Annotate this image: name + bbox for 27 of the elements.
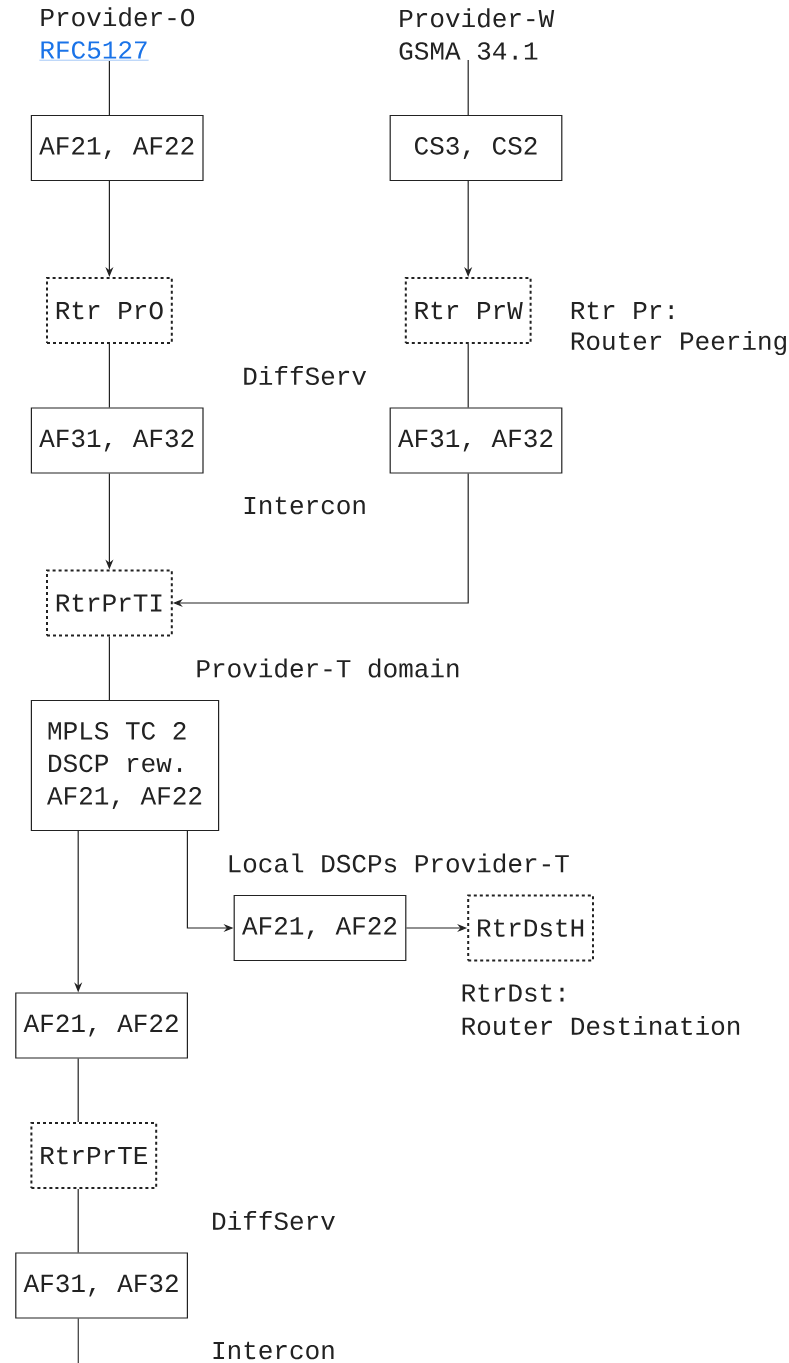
annotation-text: DiffServ [213, 1210, 335, 1231]
router-box: RtrPrTE [30, 1122, 158, 1189]
note-text: RtrDst: [462, 984, 564, 1002]
class-box: CS3, CS2 [389, 114, 563, 182]
class-box: AF21, AF22 [30, 114, 204, 182]
provider-name: Provider-O [41, 7, 195, 27]
annotation-text: Intercon [213, 1341, 334, 1360]
class-box: AF31, AF32 [389, 407, 563, 474]
router-box: Rtr PrW [404, 277, 532, 344]
annotation-text: Intercon [244, 496, 365, 515]
class-box: AF21, AF22 [15, 992, 188, 1059]
router-box: RtrPrTI [46, 569, 173, 637]
annotation-text: Provider-T domain [197, 658, 459, 678]
provider-name: GSMA 34.1 [399, 42, 538, 60]
class-box: MPLS TC 2 DSCP rew. AF21, AF22 [30, 699, 220, 832]
link: RFC5127 [39, 41, 149, 61]
router-box: Rtr PrO [46, 277, 173, 344]
class-box: AF31, AF32 [15, 1252, 188, 1319]
router-box: RtrDstH [467, 894, 594, 962]
class-box: AF21, AF22 [233, 894, 407, 962]
class-box: AF31, AF32 [30, 407, 204, 474]
note-text: Router Destination [462, 1015, 740, 1036]
annotation-text: Local DSCPs Provider-T [229, 853, 569, 873]
note-text: Rtr Pr: [571, 301, 673, 320]
provider-name: Provider-W [400, 8, 555, 28]
annotation-text: DiffServ [244, 365, 367, 386]
note-text: Router Peering [571, 330, 786, 356]
